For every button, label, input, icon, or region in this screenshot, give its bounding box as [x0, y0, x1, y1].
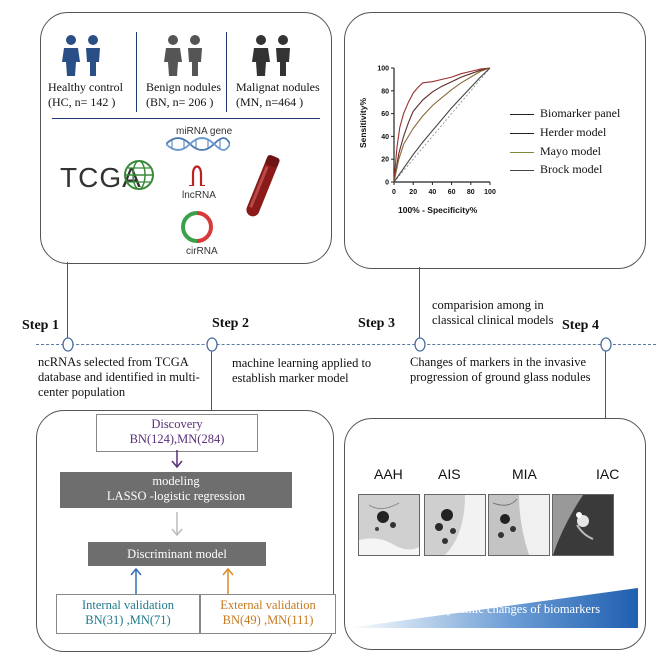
group-divider: [136, 32, 137, 112]
connector-line: [211, 351, 212, 419]
roc-y-tick-label: 100: [377, 66, 389, 73]
down-arrow: [171, 512, 183, 536]
connector-line: [67, 262, 68, 338]
lncrna-hairpin-icon: [189, 165, 205, 186]
roc-y-axis-label: Sensitivity%: [358, 97, 368, 149]
modeling-title: modeling: [152, 474, 200, 488]
legend-line: [510, 132, 534, 134]
roc-x-tick-label: 20: [409, 189, 417, 196]
up-arrow-blue: [130, 568, 142, 594]
legend-biomarker: Biomarker panel: [510, 106, 620, 121]
internal-validation-box: Internal validation BN(31) ,MN(71): [56, 594, 200, 634]
roc-y-tick-label: 80: [381, 88, 389, 95]
connector-line: [419, 267, 420, 338]
group-label: Healthy control(HC, n= 142 ): [48, 80, 123, 109]
modeling-box: modeling LASSO -logistic regression: [60, 472, 292, 508]
modeling-method: LASSO -logistic regression: [106, 489, 246, 503]
internal-counts: BN(31) ,MN(71): [85, 613, 171, 627]
globe-icon: [124, 160, 154, 190]
roc-x-axis-label: 100% - Specificity%: [398, 205, 478, 215]
external-title: External validation: [220, 598, 316, 612]
malignant-people-icon: [252, 35, 290, 76]
step-marker: [414, 337, 426, 352]
roc-x-tick-label: 80: [467, 189, 475, 196]
legend-herder: Herder model: [510, 125, 606, 140]
up-arrow-orange: [222, 568, 234, 594]
legend-brock: Brock model: [510, 162, 602, 177]
external-counts: BN(49) ,MN(111): [222, 613, 314, 627]
step-3-label: Step 3: [358, 316, 395, 331]
discovery-box: Discovery BN(124),MN(284): [96, 414, 258, 452]
connector-line: [605, 351, 606, 419]
legend-line: [510, 151, 534, 153]
roc-y-tick-label: 20: [381, 157, 389, 164]
roc-x-tick-label: 0: [392, 189, 396, 196]
step-marker: [600, 337, 612, 352]
group-label: Malignat nodules(MN, n=464 ): [236, 80, 320, 109]
down-arrow: [171, 450, 183, 468]
external-validation-box: External validation BN(49) ,MN(111): [200, 594, 336, 634]
ct-image-aah: [358, 494, 420, 556]
roc-chart: 00 20 20 40 40 60 60 80 80 100 100: [377, 66, 496, 197]
legend-line: [510, 113, 534, 115]
roc-series-line: [393, 67, 491, 183]
group-divider: [226, 32, 227, 112]
stage-label: AAH: [374, 466, 403, 482]
roc-series-line: [393, 67, 491, 183]
roc-series-line: [393, 67, 491, 183]
stage-label: IAC: [596, 466, 620, 482]
step-4-description: Changes of markers in the invasive progr…: [410, 355, 591, 384]
roc-series-line: [393, 67, 491, 183]
lncrna-label: lncRNA: [182, 190, 216, 201]
ct-image-iac: [552, 494, 614, 556]
dna-helix-icon: [166, 137, 230, 151]
discovery-title: Discovery: [151, 417, 203, 431]
discovery-counts: BN(124),MN(284): [129, 432, 225, 446]
benign-people-icon: [164, 35, 202, 76]
step-2-label: Step 2: [212, 316, 249, 331]
roc-x-tick-label: 60: [448, 189, 456, 196]
healthy-control-people-icon: [62, 35, 100, 76]
legend-mayo: Mayo model: [510, 144, 601, 159]
step-1-description: ncRNAs selected from TCGA database and i…: [38, 355, 200, 399]
legend-line: [510, 169, 534, 171]
stage-label: AIS: [438, 466, 461, 482]
ct-image-mia: [488, 494, 550, 556]
roc-y-tick-label: 0: [385, 180, 389, 187]
discriminant-title: Discriminant model: [127, 547, 227, 561]
gradient-label: Dynamic changes of biomarkers: [438, 602, 601, 616]
circrna-label: cirRNA: [186, 246, 218, 257]
step-2-description: machine learning applied to establish ma…: [232, 356, 372, 385]
roc-reference-diagonal: [393, 67, 491, 183]
stage-label: MIA: [512, 466, 537, 482]
blood-tube-icon: [246, 154, 280, 217]
ct-image-ais: [424, 494, 486, 556]
group-label: Benign nodules(BN, n= 206 ): [146, 80, 221, 109]
step-marker: [62, 337, 74, 352]
internal-title: Internal validation: [82, 598, 174, 612]
step-marker: [206, 337, 218, 352]
step-3-description: comparision among in classical clinical …: [432, 298, 554, 327]
timeline-line: [36, 344, 656, 345]
roc-x-tick-label: 40: [429, 189, 437, 196]
biomarker-gradient-wedge: [348, 588, 638, 628]
roc-x-tick-label: 100: [484, 189, 496, 196]
step-4-label: Step 4: [562, 318, 599, 333]
discriminant-model-box: Discriminant model: [88, 542, 266, 566]
roc-y-tick-label: 40: [381, 134, 389, 141]
mirna-label: miRNA gene: [176, 126, 233, 137]
cohort-divider: [52, 118, 320, 119]
step-1-label: Step 1: [22, 318, 59, 333]
circrna-ring-icon: [181, 211, 213, 243]
roc-y-tick-label: 60: [381, 111, 389, 118]
